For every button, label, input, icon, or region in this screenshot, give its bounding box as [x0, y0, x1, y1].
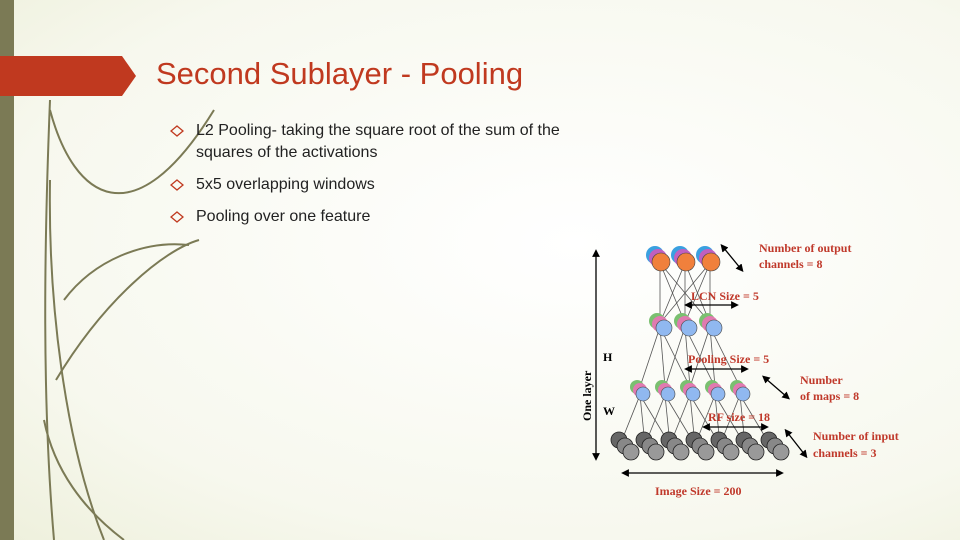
output-layer-nodes [646, 246, 721, 272]
num-maps-label: of maps = 8 [800, 389, 859, 403]
w-label: W [603, 404, 615, 418]
lcn-layer-nodes [649, 313, 723, 337]
bullet-text: Pooling over one feature [196, 208, 371, 225]
input-layer-nodes [610, 431, 790, 461]
left-sidebar-bar [0, 0, 14, 540]
node-stack [730, 380, 751, 402]
bullet-item: 5x5 overlapping windows [170, 174, 570, 196]
node-stack [630, 380, 651, 402]
network-layer-diagram: Number of output channels = 8 LCN Size =… [580, 241, 899, 498]
input-channels-label: Number of input [813, 429, 899, 443]
one-layer-label: One layer [580, 370, 594, 421]
decorative-leaf-lines [43, 99, 215, 540]
bullet-item: L2 Pooling- taking the square root of th… [170, 120, 570, 164]
output-channels-label: Number of output [759, 241, 851, 255]
diamond-bullet-icon [170, 211, 184, 223]
node-stack [735, 431, 765, 461]
h-label: H [603, 350, 613, 364]
lcn-size-label: LCN Size = 5 [691, 289, 759, 303]
dimension-arrows [592, 243, 808, 477]
bullet-item: Pooling over one feature [170, 206, 570, 228]
node-stack [696, 246, 721, 272]
node-stack [760, 431, 790, 461]
node-stack [674, 313, 698, 337]
slide-title: Second Sublayer - Pooling [156, 56, 524, 91]
bullet-text: L2 Pooling- taking the square root of th… [196, 122, 560, 161]
node-stack [610, 431, 640, 461]
pooling-size-label: Pooling Size = 5 [688, 352, 769, 366]
title-accent-tab [0, 56, 136, 96]
node-stack [671, 246, 696, 272]
bullet-list: L2 Pooling- taking the square root of th… [170, 120, 570, 238]
connection-lines [619, 262, 771, 446]
rf-size-label: RF size = 18 [708, 410, 770, 424]
diamond-bullet-icon [170, 125, 184, 137]
node-stack [705, 380, 726, 402]
input-channels-label: channels = 3 [813, 446, 877, 460]
diamond-bullet-icon [170, 179, 184, 191]
node-stack [635, 431, 665, 461]
image-size-label: Image Size = 200 [655, 484, 742, 498]
bullet-text: 5x5 overlapping windows [196, 176, 375, 193]
node-stack [680, 380, 701, 402]
node-stack [699, 313, 723, 337]
num-maps-label: Number [800, 373, 843, 387]
node-stack [646, 246, 671, 272]
output-channels-label: channels = 8 [759, 257, 823, 271]
node-stack [655, 380, 676, 402]
node-stack [660, 431, 690, 461]
node-stack [710, 431, 740, 461]
node-stack [685, 431, 715, 461]
node-stack [649, 313, 673, 337]
pooling-layer-nodes [630, 380, 751, 402]
